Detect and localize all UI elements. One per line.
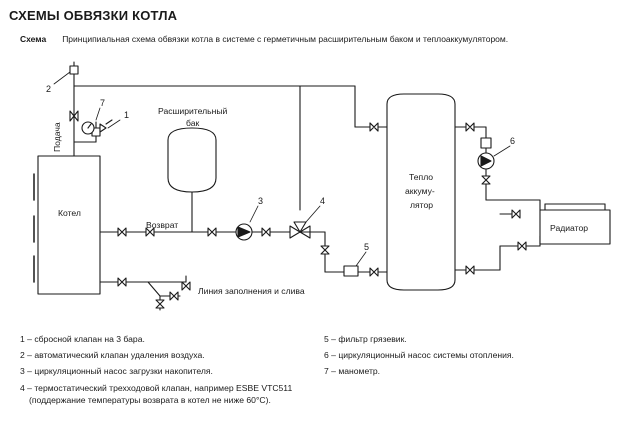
callout-7: 7 [100,98,105,108]
schema-caption: Схема Принципиальная схема обвязки котла … [20,34,508,44]
legend-item-6: 6 – циркуляционный насос системы отоплен… [324,350,514,360]
accumulator-label-1: Тепло [409,172,433,182]
callout-1: 1 [124,110,129,120]
fill-drain-line [99,275,191,311]
callout-3: 3 [258,196,263,206]
legend-item-7: 7 – манометр. [324,366,381,376]
legend-item-2: 2 – автоматический клапан удаления возду… [20,350,205,360]
boiler-label: Котел [58,208,81,218]
legend-item-1: 1 – сбросной клапан на 3 бара. [20,334,145,344]
accumulator-label-3: лятор [410,200,433,210]
boiler [33,155,101,295]
fill-drain-label: Линия заполнения и слива [198,286,305,296]
callout-5: 5 [364,242,369,252]
supply-valve [69,110,79,122]
legend-item-3: 3 – циркуляционный насос загрузки накопи… [20,366,213,376]
heat-accumulator [369,93,456,291]
filter-5 [343,265,388,277]
schema-description: Принципиальная схема обвязки котла в сис… [62,34,509,44]
page-title: СХЕМЫ ОБВЯЗКИ КОТЛА [9,8,178,23]
callout-leaders [53,71,511,267]
callout-4: 4 [320,196,325,206]
expansion-tank [167,127,217,233]
expansion-tank-label-1: Расширительный [158,106,228,116]
safety-group [73,119,113,143]
legend-item-4-cont: (поддержание температуры возврата в коте… [29,395,271,405]
supply-pipe [69,61,388,211]
legend-item-5: 5 – фильтр грязевик. [324,334,407,344]
radiator-label: Радиатор [550,223,588,233]
expansion-tank-label-2: бак [186,118,200,128]
callout-6: 6 [510,136,515,146]
legend-item-4: 4 – термостатический трехходовой клапан,… [20,383,293,393]
pump-3 [235,223,253,241]
return-pipe [99,227,301,237]
heating-circuit [454,122,541,275]
three-way-valve [289,221,345,273]
radiator [539,203,611,245]
return-label: Возврат [146,220,178,230]
supply-label: Подача [52,122,62,152]
accumulator-label-2: аккуму- [405,186,435,196]
callout-2: 2 [46,84,51,94]
schema-label: Схема [20,34,47,44]
